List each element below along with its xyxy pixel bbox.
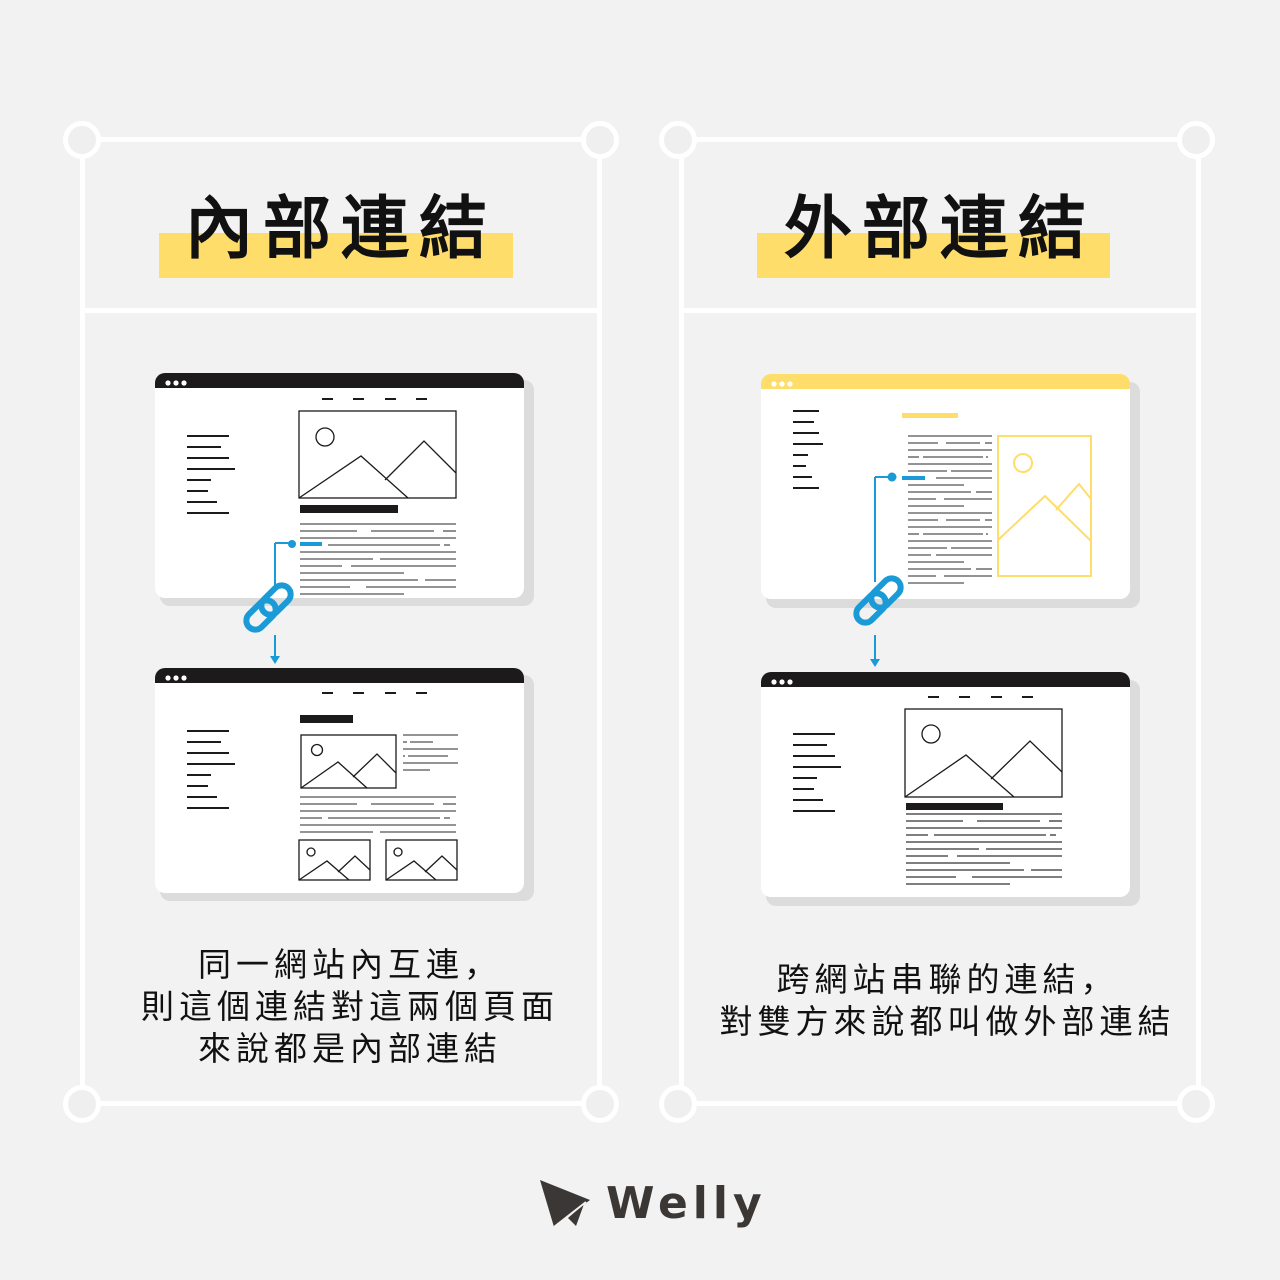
target-page-browser	[155, 668, 534, 901]
frame-right	[597, 158, 602, 1086]
title-highlight	[757, 233, 1110, 278]
frame-top	[696, 137, 1180, 142]
frame-right	[1196, 158, 1201, 1086]
corner-node	[659, 121, 697, 159]
caption-line: 則這個連結對這兩個頁面	[141, 987, 559, 1026]
corner-node	[63, 121, 101, 159]
frame-left	[679, 158, 684, 1086]
frame-divider	[681, 308, 1199, 313]
welly-logo[interactable]: Welly	[540, 1178, 767, 1229]
panel-title: 外部連結	[783, 190, 1096, 269]
caption-line: 對雙方來說都叫做外部連結	[719, 1002, 1176, 1041]
chain-link-icon[interactable]	[840, 470, 920, 675]
corner-node	[659, 1085, 697, 1123]
source-page-browser	[155, 373, 534, 606]
panel-caption: 跨網站串聯的連結， 對雙方來說都叫做外部連結	[690, 959, 1205, 1043]
frame-bottom	[100, 1101, 582, 1106]
corner-node	[581, 121, 619, 159]
frame-left	[80, 158, 85, 1086]
paper-plane-icon	[540, 1179, 590, 1228]
corner-node	[63, 1085, 101, 1123]
frame-top	[100, 137, 582, 142]
frame-divider	[82, 308, 600, 313]
caption-line: 跨網站串聯的連結，	[776, 960, 1119, 999]
source-site-browser	[761, 374, 1140, 608]
caption-line: 同一網站內互連，	[198, 945, 502, 984]
panel-caption: 同一網站內互連， 則這個連結對這兩個頁面 來說都是內部連結	[100, 944, 600, 1070]
target-site-browser	[761, 672, 1140, 906]
frame-bottom	[696, 1101, 1180, 1106]
panel-title: 內部連結	[184, 190, 497, 269]
corner-node	[1177, 121, 1215, 159]
logo-text: Welly	[606, 1178, 767, 1229]
corner-node	[1177, 1085, 1215, 1123]
title-highlight	[159, 233, 513, 278]
caption-line: 來說都是內部連結	[198, 1029, 502, 1068]
chain-link-icon[interactable]	[240, 535, 320, 670]
corner-node	[581, 1085, 619, 1123]
